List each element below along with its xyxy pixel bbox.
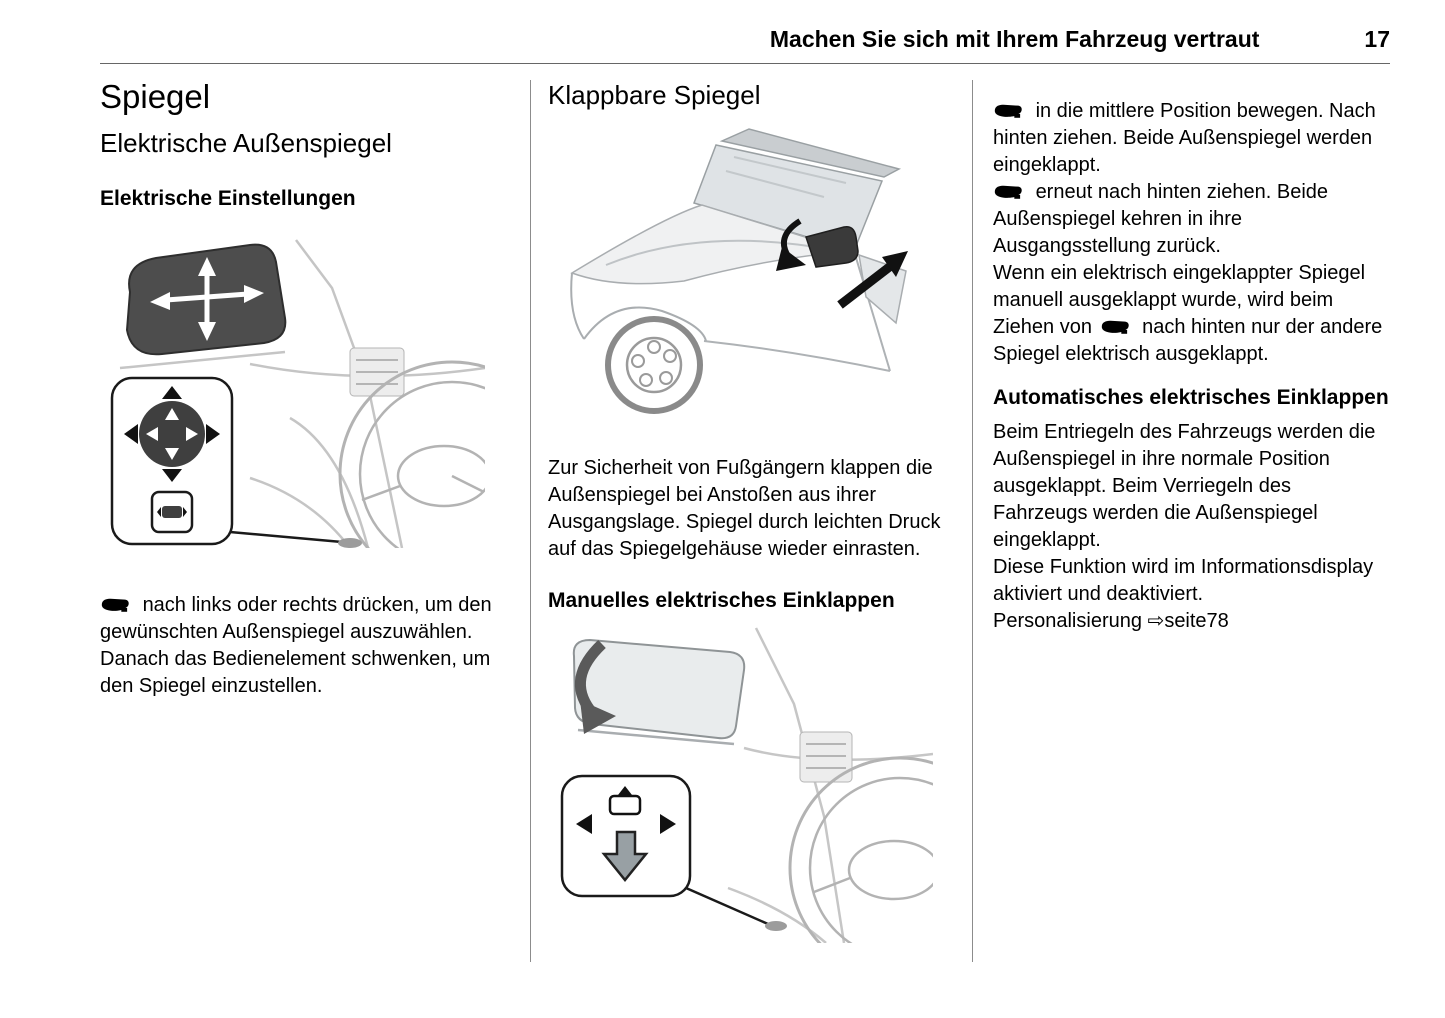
topic-heading: Manuelles elektrisches Einklappen	[548, 589, 895, 613]
paragraph-text: Diese Funktion wird im Informationsdispl…	[993, 556, 1374, 606]
paragraph-info-display: Diese Funktion wird im Informationsdispl…	[993, 554, 1389, 608]
paragraph-manual-unfold: Wenn ein elektrisch eingeklappter Spiege…	[993, 260, 1389, 368]
paragraph-text: in die mittlere Position bewegen. Nach h…	[993, 100, 1376, 176]
electric-mirror-adjustment-drawing	[110, 239, 485, 549]
paragraph-auto-folding: Beim Entriegeln des Fahrzeugs werden die…	[993, 419, 1389, 554]
mirror-control-icon	[100, 597, 131, 613]
section-title: Spiegel	[100, 78, 211, 115]
folding-mirror-drawing	[570, 128, 908, 415]
page-number: 17	[1364, 26, 1390, 52]
chapter-title: Machen Sie sich mit Ihrem Fahrzeug vertr…	[769, 26, 1260, 52]
manual-electric-folding-drawing	[560, 627, 933, 944]
mirror-control-icon	[993, 184, 1024, 200]
paragraph-pedestrian-safety: Zur Sicherheit von Fußgängern klappen di…	[548, 455, 954, 563]
paragraph-text: Personalisierung	[993, 610, 1142, 633]
mirror-control-icon	[993, 103, 1024, 119]
paragraph-mirror-select: nach links oder rechts drücken, um den g…	[100, 592, 496, 646]
subsection-title: Elektrische Außenspiegel	[100, 127, 392, 158]
column-right: in die mittlere Position bewegen. Nach h…	[973, 64, 1389, 962]
electric-mirror-adjustment-illustration	[100, 236, 485, 549]
subsection-title: Klappbare Spiegel	[548, 80, 761, 110]
paragraph-text: nach hinten nur der andere Spiegel elekt…	[993, 316, 1383, 365]
content-columns: Spiegel Elektrische Außenspiegel Elektri…	[100, 64, 1390, 962]
paragraph-fold-in: in die mittlere Position bewegen. Nach h…	[993, 98, 1389, 179]
column-middle: Klappbare Spiegel	[531, 64, 972, 962]
paragraph-mirror-adjust: Danach das Bedienelement schwenken, um d…	[100, 646, 496, 700]
paragraph-text: Danach das Bedienelement schwenken, um d…	[100, 648, 491, 698]
column-divider	[530, 80, 531, 962]
folding-mirror-illustration	[548, 125, 940, 425]
paragraph-text: Wenn ein elektrisch eingeklappter Spiege…	[993, 262, 1366, 338]
paragraph-text: Zur Sicherheit von Fußgängern klappen di…	[548, 457, 941, 561]
column-divider	[972, 80, 973, 962]
manual-electric-folding-illustration	[548, 626, 933, 944]
topic-heading: Automatisches elektrisches Einklappen	[993, 386, 1389, 409]
topic-heading: Elektrische Einstellungen	[100, 187, 356, 211]
paragraph-personalisation: Personalisierung ⇨seite78	[993, 608, 1389, 635]
paragraph-text: erneut nach hinten ziehen. Beide Außensp…	[993, 181, 1329, 257]
paragraph-fold-out: erneut nach hinten ziehen. Beide Außensp…	[993, 179, 1389, 260]
page-reference-link[interactable]: seite78	[1164, 610, 1229, 633]
page-header: Machen Sie sich mit Ihrem Fahrzeug vertr…	[100, 26, 1390, 64]
paragraph-text: Beim Entriegeln des Fahrzeugs werden die…	[993, 421, 1376, 552]
mirror-control-icon	[1100, 319, 1131, 335]
column-left: Spiegel Elektrische Außenspiegel Elektri…	[100, 64, 530, 962]
page-reference-arrow-icon: ⇨	[1147, 610, 1165, 633]
paragraph-text: nach links oder rechts drücken, um den g…	[100, 594, 492, 644]
